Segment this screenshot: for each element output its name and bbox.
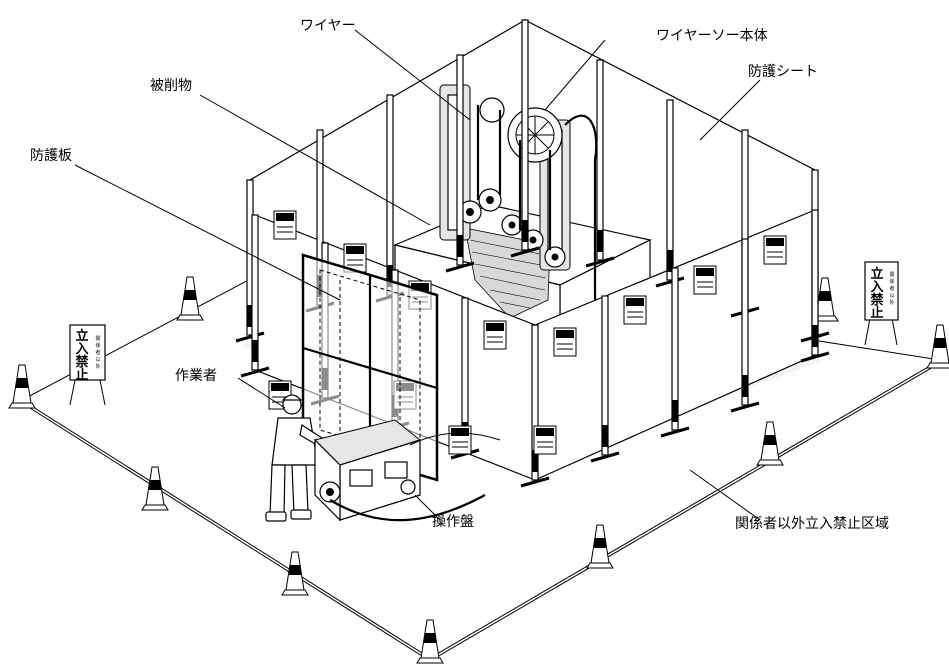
traffic-cone-icon: [586, 524, 614, 569]
svg-text:係: 係: [889, 278, 894, 285]
sign-char-1: 立: [870, 266, 883, 282]
svg-text:外: 外: [95, 363, 100, 370]
standing-sign-right: 立 入 禁 止 関 係 者 以 外: [864, 261, 899, 346]
fence-pole: [510, 19, 540, 258]
callout-labels: ワイヤー ワイヤーソー本体 被削物 防護シート 防護板 作業者 操作盤 関係者以…: [30, 18, 889, 532]
fence-pole: [660, 267, 690, 438]
sign-char-4: 止: [870, 305, 883, 321]
fence-pole: [240, 214, 270, 378]
leader-lines: [74, 29, 761, 521]
warning-placard: [448, 425, 472, 455]
traffic-cone-icon: [8, 364, 36, 409]
sign-char-3: 禁: [870, 292, 883, 308]
fence-pole: [655, 99, 685, 288]
svg-text:外: 外: [889, 299, 894, 306]
sign-char-4: 止: [75, 367, 88, 383]
label-protective-sheet: 防護シート: [748, 64, 818, 80]
svg-text:係: 係: [95, 342, 100, 349]
fence-pole: [800, 209, 830, 363]
traffic-cone-icon: [281, 551, 309, 596]
svg-text:者: 者: [95, 350, 100, 356]
fence-pole: [520, 324, 550, 488]
sign-char-2: 入: [75, 342, 88, 357]
label-worker: 作業者: [175, 368, 217, 384]
warning-placard: [533, 425, 557, 455]
label-workpiece: 被削物: [150, 78, 192, 94]
svg-text:関: 関: [889, 272, 894, 278]
warning-placard: [483, 320, 507, 350]
label-wire: ワイヤー: [300, 18, 356, 34]
fence-pole: [585, 59, 615, 268]
sign-side-text-right: 関 係 者 以 外: [889, 272, 894, 306]
fence-pole: [730, 238, 760, 413]
label-wire-saw-body: ワイヤーソー本体: [656, 28, 768, 44]
standing-sign-left: 立 入 禁 止 関 係 者 以 外: [69, 324, 106, 406]
sign-char-3: 禁: [75, 354, 88, 370]
protective-board: [301, 253, 439, 482]
traffic-cone-icon: [416, 619, 444, 664]
label-control-panel: 操作盤: [432, 514, 474, 530]
label-restricted-area: 関係者以外立入禁止区域: [735, 516, 889, 532]
fence-pole: [445, 54, 475, 273]
traffic-cone-icon: [141, 466, 169, 511]
svg-text:者: 者: [889, 286, 894, 292]
svg-text:以: 以: [889, 293, 894, 299]
warning-placard: [763, 235, 787, 265]
traffic-cone-icon: [176, 276, 204, 321]
worker: [265, 394, 326, 522]
sign-char-1: 立: [75, 328, 88, 344]
svg-text:関: 関: [95, 336, 100, 342]
svg-text:以: 以: [95, 357, 100, 363]
sign-side-text-left: 関 係 者 以 外: [95, 336, 100, 370]
warning-placard: [553, 327, 577, 357]
traffic-cone-icon: [756, 421, 784, 466]
control-panel-cart: [314, 419, 501, 522]
label-protective-board: 防護板: [30, 148, 72, 164]
warning-placard: [693, 265, 717, 295]
traffic-cone-icon: [926, 324, 949, 369]
warning-placard: [623, 295, 647, 325]
fence-pole: [590, 295, 620, 463]
sign-char-2: 入: [870, 280, 883, 295]
warning-placard: [273, 210, 297, 240]
